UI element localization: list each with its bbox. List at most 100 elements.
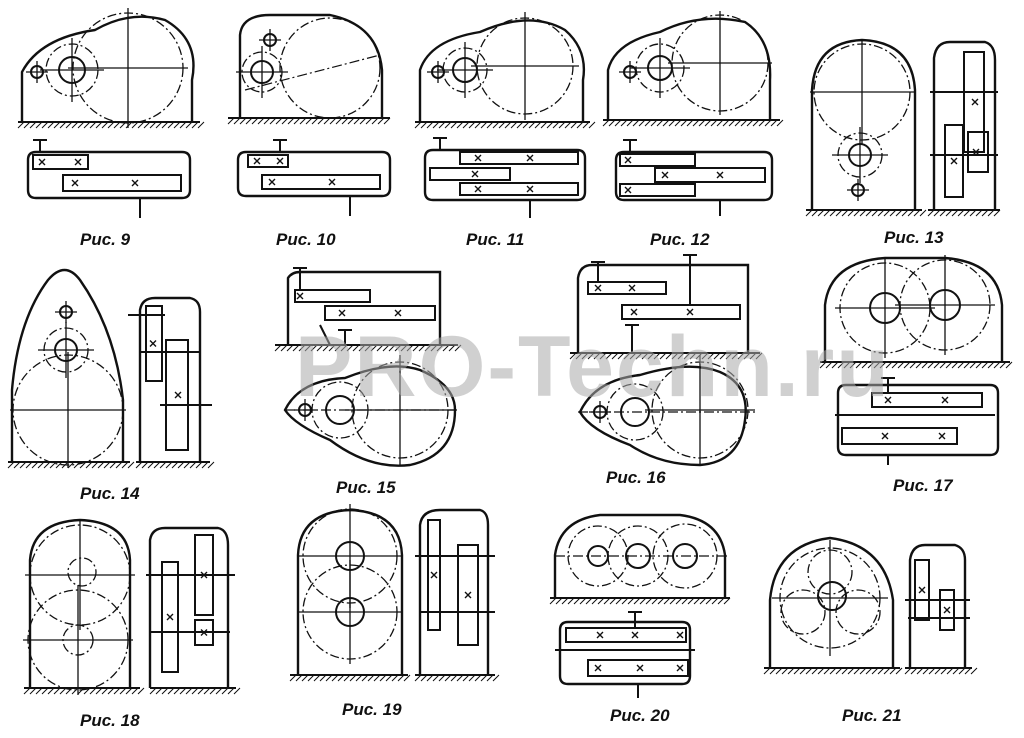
gear-body bbox=[459, 151, 579, 165]
gear-body bbox=[914, 559, 930, 621]
ground-hatch bbox=[135, 461, 215, 469]
bearing-mark bbox=[881, 432, 889, 440]
housing-front-10 bbox=[238, 13, 384, 118]
bearing-mark bbox=[526, 154, 534, 162]
bearing-mark bbox=[276, 157, 284, 165]
centre-mark bbox=[40, 38, 104, 102]
gear-circle bbox=[835, 589, 881, 635]
centre-mark bbox=[772, 540, 888, 656]
centre-mark bbox=[832, 127, 888, 183]
figure-label-20: Рис. 20 bbox=[610, 706, 670, 725]
ground-hatch bbox=[289, 674, 411, 682]
centre-mark bbox=[645, 355, 755, 465]
bearing-mark bbox=[628, 284, 636, 292]
ground-hatch bbox=[274, 344, 462, 352]
ground-hatch bbox=[602, 119, 784, 127]
ground-hatch bbox=[904, 667, 978, 675]
figure-label-15: Рис. 15 bbox=[336, 478, 396, 497]
bearing-mark bbox=[676, 664, 684, 672]
ground-hatch bbox=[763, 667, 903, 675]
figure-label-12: Рис. 12 bbox=[650, 230, 710, 249]
figure-label-14: Рис. 14 bbox=[80, 484, 140, 503]
bearing-mark bbox=[630, 308, 638, 316]
ground-hatch bbox=[414, 674, 500, 682]
plan-housing bbox=[423, 148, 587, 202]
bearing-mark bbox=[430, 571, 438, 579]
bearing-mark bbox=[594, 284, 602, 292]
ground-hatch bbox=[549, 597, 731, 605]
housing-front-21 bbox=[768, 536, 895, 668]
housing-front-9 bbox=[20, 15, 195, 122]
gear-body bbox=[247, 154, 289, 168]
centre-mark bbox=[630, 38, 690, 98]
bearing-mark bbox=[526, 185, 534, 193]
bearing-mark bbox=[338, 309, 346, 317]
bearing-mark bbox=[174, 391, 182, 399]
gear-body bbox=[161, 561, 179, 673]
gear-body bbox=[62, 174, 182, 192]
centre-mark bbox=[619, 61, 641, 83]
plan-housing bbox=[26, 150, 192, 200]
gear-body bbox=[457, 544, 479, 646]
gear-body bbox=[619, 183, 696, 197]
axis-line bbox=[319, 324, 331, 346]
gear-body bbox=[324, 305, 436, 321]
gear-circle bbox=[817, 581, 847, 611]
bearing-mark bbox=[676, 631, 684, 639]
bearing-mark bbox=[464, 591, 472, 599]
bearing-mark bbox=[394, 309, 402, 317]
housing-top-16 bbox=[576, 263, 750, 353]
ground-hatch bbox=[805, 209, 927, 217]
gear-body bbox=[871, 392, 983, 408]
housing-side-14 bbox=[138, 296, 202, 462]
housing-side-18 bbox=[148, 526, 230, 688]
bearing-mark bbox=[884, 396, 892, 404]
gear-body bbox=[944, 124, 964, 198]
bearing-mark bbox=[74, 158, 82, 166]
figure-label-10: Рис. 10 bbox=[276, 230, 336, 249]
bearing-mark bbox=[716, 171, 724, 179]
gear-body bbox=[165, 339, 189, 451]
bearing-mark bbox=[268, 178, 276, 186]
gear-body bbox=[841, 427, 958, 445]
bearing-mark bbox=[131, 179, 139, 187]
watermark: PRO-Techn.ru bbox=[295, 319, 891, 415]
gear-body bbox=[32, 154, 89, 170]
gear-body bbox=[145, 305, 163, 382]
figure-label-16: Рис. 16 bbox=[606, 468, 666, 487]
housing-front-12 bbox=[606, 17, 772, 120]
plan-housing bbox=[836, 383, 1000, 457]
housing-front-17 bbox=[823, 256, 1004, 362]
centre-mark bbox=[437, 42, 493, 98]
bearing-mark bbox=[296, 292, 304, 300]
gear-circle bbox=[279, 17, 381, 119]
gear-circle bbox=[780, 589, 826, 635]
bearing-mark bbox=[686, 308, 694, 316]
centre-mark bbox=[38, 322, 94, 378]
bearing-mark bbox=[474, 185, 482, 193]
centre-mark bbox=[10, 352, 126, 468]
housing-front-16 bbox=[578, 365, 747, 467]
figure-label-9: Рис. 9 bbox=[80, 230, 131, 249]
figure-label-17: Рис. 17 bbox=[893, 476, 953, 495]
gear-body bbox=[939, 589, 955, 631]
gear-circle bbox=[67, 557, 97, 587]
figure-label-19: Рис. 19 bbox=[342, 700, 402, 719]
gear-body bbox=[294, 289, 371, 303]
housing-side-21 bbox=[908, 543, 967, 668]
gear-body bbox=[427, 519, 441, 631]
bearing-mark bbox=[971, 98, 979, 106]
centre-mark bbox=[668, 11, 772, 115]
housing-front-14 bbox=[10, 268, 125, 462]
plan-housing bbox=[236, 150, 392, 198]
bearing-mark bbox=[950, 157, 958, 165]
centre-mark bbox=[427, 61, 449, 83]
ground-hatch bbox=[17, 121, 205, 129]
bearing-mark bbox=[631, 631, 639, 639]
bearing-mark bbox=[941, 396, 949, 404]
gear-body bbox=[963, 51, 985, 153]
figure-label-21: Рис. 21 bbox=[842, 706, 902, 725]
centre-mark bbox=[55, 301, 77, 323]
housing-front-11 bbox=[418, 19, 586, 122]
gear-body bbox=[621, 304, 741, 320]
